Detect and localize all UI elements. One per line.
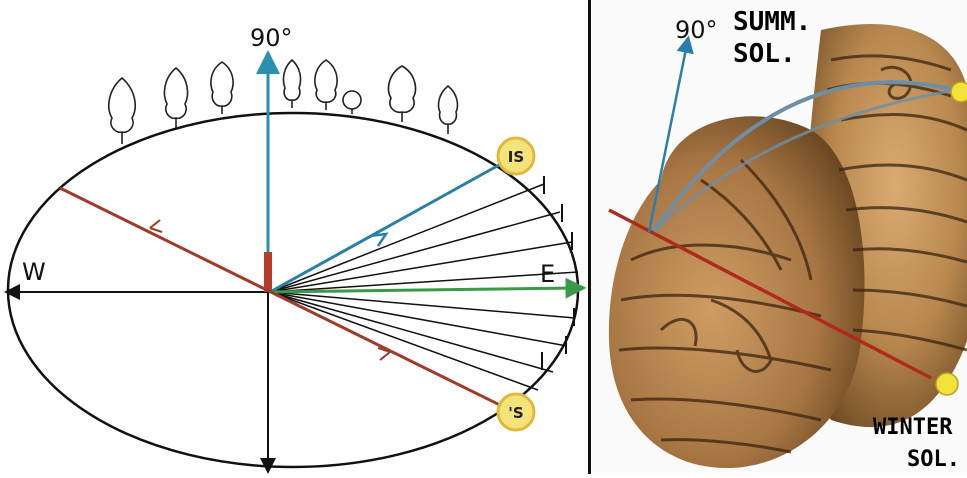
sun-ray-fan — [270, 184, 578, 390]
summer-solstice-label-line1: SUMM. — [733, 7, 811, 37]
winter-sun-icon: 'S — [498, 394, 534, 430]
winter-solstice-label-line2: SOL. — [907, 447, 960, 472]
sun-path-line — [60, 188, 510, 410]
horizon-diagram-svg: IS 'S 90° W E — [0, 0, 588, 474]
summer-solstice-label-line2: SOL. — [733, 39, 796, 69]
winter-sun-label: 'S — [508, 404, 523, 422]
summer-sun-label: IS — [508, 148, 524, 166]
east-label: E — [540, 260, 555, 288]
zenith-label: 90° — [250, 24, 293, 52]
trees-icon — [109, 60, 458, 144]
observer-mark — [264, 252, 272, 292]
winter-solstice-label-line1: WINTER — [873, 415, 953, 440]
winter-sun-dot-icon — [936, 373, 958, 395]
west-label: W — [22, 258, 46, 286]
carved-stone-photo: 90° SUMM. SOL. WINTER SOL. — [591, 0, 967, 474]
summer-sun-icon: IS — [498, 138, 534, 174]
carved-stone-svg: 90° SUMM. SOL. WINTER SOL. — [591, 0, 967, 474]
summer-sun-dot-icon — [951, 82, 967, 102]
right-zenith-label: 90° — [675, 16, 718, 44]
horizon-diagram: IS 'S 90° W E — [0, 0, 588, 474]
